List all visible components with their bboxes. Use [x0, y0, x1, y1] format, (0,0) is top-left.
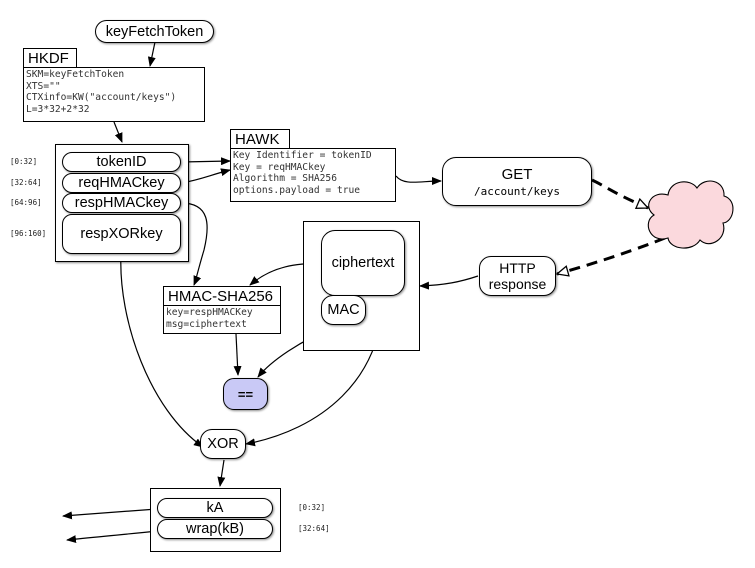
hkdf-line: L=3*32+2*32: [26, 103, 90, 115]
hawk-line: Algorithm = SHA256: [233, 173, 337, 184]
edge-get-to-server: [591, 178, 650, 210]
xor-node: XOR: [200, 429, 246, 459]
output-wrapkb: wrap(kB): [157, 519, 273, 539]
hkdf-line: XTS="": [26, 80, 61, 92]
ciphertext-node: ciphertext: [321, 230, 405, 296]
hmac-line: key=respHMACKey: [166, 307, 253, 318]
edge-resphmac-to-hmac: [180, 202, 208, 286]
edge-server-to-response: [555, 236, 666, 277]
hawk-line: Key Identifier = tokenID: [233, 150, 372, 161]
hawk-params: Key Identifier = tokenID Key = reqHMACke…: [230, 148, 396, 202]
key-respxorkey-label: respXORkey: [80, 226, 163, 242]
hawk-line: options.payload = true: [233, 184, 361, 196]
hkdf-line: SKM=keyFetchToken: [26, 69, 125, 80]
key-fetch-token-node: keyFetchToken: [95, 20, 214, 43]
get-method: GET: [501, 165, 533, 183]
ciphertext-label: ciphertext: [331, 255, 395, 271]
mac-node: MAC: [321, 295, 366, 325]
key-tokenid-label: tokenID: [96, 154, 147, 170]
range-resphmackey: [64:96]: [10, 198, 42, 207]
server-cloud-icon: [647, 180, 734, 249]
edge-xor-to-outputs: [217, 459, 226, 487]
hmac-title: HMAC-SHA256: [163, 286, 281, 306]
hmac-title-text: HMAC-SHA256: [168, 288, 274, 305]
edge-wrapkb-out: [66, 530, 158, 544]
compare-label: ==: [237, 386, 254, 402]
hkdf-title-text: HKDF: [28, 50, 69, 67]
key-resphmackey: respHMACkey: [62, 193, 181, 213]
compare-node: ==: [223, 378, 268, 410]
http-response-line1: HTTP: [499, 260, 536, 276]
hawk-line: Key = reqHMACkey: [233, 161, 326, 173]
key-tokenid: tokenID: [62, 152, 181, 172]
xor-label: XOR: [207, 436, 239, 452]
edge-hkdf-to-keys: [113, 121, 123, 143]
hkdf-line: CTXinfo=KW("account/keys"): [26, 92, 177, 103]
hkdf-title: HKDF: [23, 48, 77, 68]
key-respxorkey: respXORkey: [62, 214, 181, 254]
output-wrapkb-label: wrap(kB): [185, 521, 244, 537]
hawk-title-text: HAWK: [235, 131, 280, 148]
hmac-params: key=respHMACKey msg=ciphertext: [163, 305, 281, 334]
key-reqhmackey-label: reqHMACkey: [78, 175, 165, 191]
http-response-line2: response: [488, 276, 547, 292]
key-fetch-token-label: keyFetchToken: [105, 23, 204, 40]
output-ka-label: kA: [206, 500, 224, 516]
hmac-line: msg=ciphertext: [166, 318, 247, 330]
key-reqhmackey: reqHMACkey: [62, 173, 181, 193]
range-reqhmackey: [32:64]: [10, 178, 42, 187]
range-tokenid: [0:32]: [10, 157, 38, 166]
edge-respxor-to-xor: [120, 253, 204, 448]
mac-label: MAC: [327, 302, 360, 318]
edge-token-to-hkdf: [147, 41, 156, 67]
edge-hmac-to-compare: [233, 333, 242, 376]
http-response-node: HTTP response: [479, 256, 556, 296]
get-path: /account/keys: [473, 184, 561, 198]
hkdf-params: SKM=keyFetchToken XTS="" CTXinfo=KW("acc…: [23, 67, 205, 122]
edge-ka-out: [62, 508, 158, 520]
range-respxorkey: [96:160]: [10, 229, 47, 238]
output-ka: kA: [157, 498, 273, 518]
key-resphmackey-label: respHMACkey: [74, 195, 169, 211]
range-wrapkb: [32:64]: [298, 524, 330, 533]
hawk-title: HAWK: [230, 129, 290, 149]
edge-response-to-box: [419, 275, 479, 290]
edge-hawk-to-get: [395, 175, 442, 186]
edge-tokenid-to-hawk: [180, 157, 231, 166]
range-ka: [0:32]: [298, 503, 326, 512]
get-request-node: GET /account/keys: [442, 157, 592, 206]
